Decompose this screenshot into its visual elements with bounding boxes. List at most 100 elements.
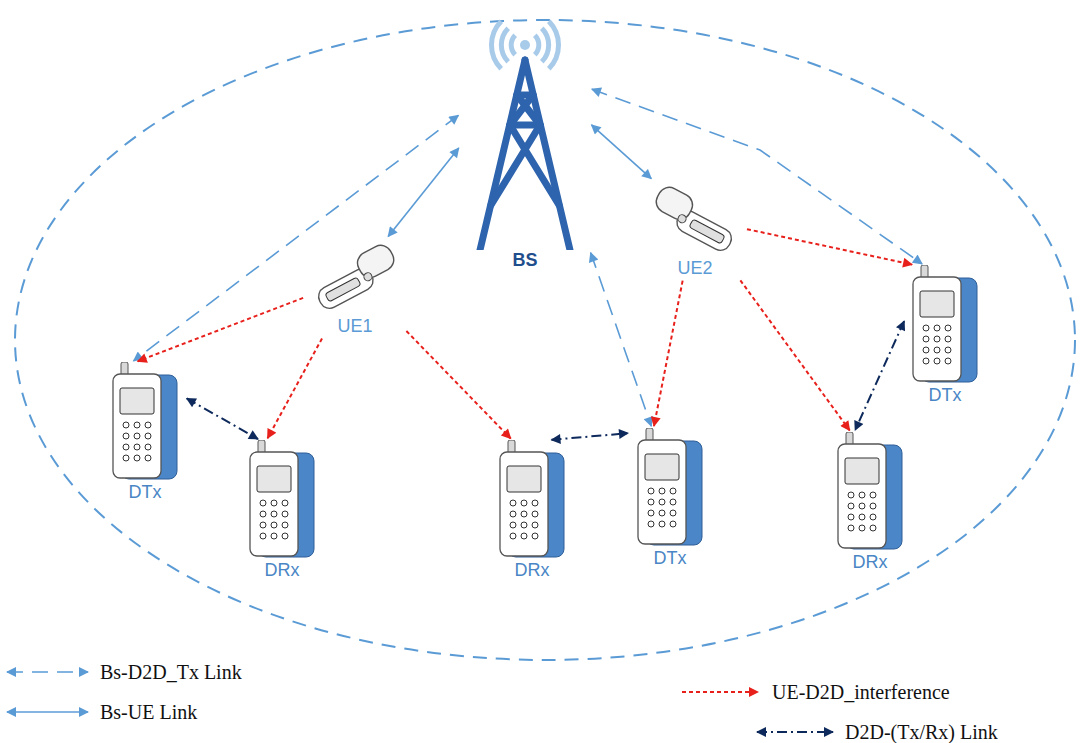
key	[670, 510, 676, 516]
device-side	[921, 278, 977, 382]
key	[659, 488, 665, 494]
key	[859, 525, 865, 531]
node-label: DTx	[129, 482, 162, 503]
key	[923, 336, 929, 342]
interference-link	[747, 229, 912, 264]
key	[260, 500, 266, 506]
user-equipment: UE1	[305, 238, 405, 337]
key	[945, 358, 951, 364]
legend-text: Bs-UE Link	[100, 701, 197, 724]
antenna	[508, 440, 515, 455]
key	[923, 325, 929, 331]
d2d-device: DRx	[492, 440, 572, 581]
device-screen	[257, 466, 291, 492]
phone-flip	[354, 241, 398, 281]
phone-base	[673, 207, 735, 254]
key	[670, 488, 676, 494]
key	[510, 533, 516, 539]
key	[134, 422, 140, 428]
antenna	[921, 265, 928, 280]
key	[648, 521, 654, 527]
tower-strut	[510, 125, 559, 205]
key	[510, 522, 516, 528]
signal-arc	[542, 28, 549, 62]
legend-line	[7, 671, 88, 673]
node-icon	[909, 265, 981, 385]
device-side	[646, 441, 702, 545]
node-label: UE2	[677, 258, 712, 279]
connectors	[134, 89, 923, 440]
bs-d2d-link	[134, 115, 459, 360]
node-icon	[305, 238, 405, 316]
node-label: DTx	[654, 548, 687, 569]
bs-ue-link	[591, 125, 651, 179]
d2d-link	[855, 321, 904, 430]
device-side	[121, 375, 177, 479]
antenna-dot	[520, 40, 530, 50]
key	[870, 503, 876, 509]
key	[282, 511, 288, 517]
mobile-device-icon	[500, 440, 564, 557]
legend-sample	[5, 698, 90, 726]
key	[532, 533, 538, 539]
phone-base	[315, 265, 377, 312]
key	[934, 325, 940, 331]
key	[123, 444, 129, 450]
key	[134, 455, 140, 461]
key	[271, 500, 277, 506]
key	[859, 492, 865, 498]
legend-line	[757, 731, 833, 733]
key	[934, 358, 940, 364]
key	[870, 492, 876, 498]
phone-hinge	[363, 271, 374, 282]
node-icon	[834, 432, 906, 552]
key	[923, 347, 929, 353]
key	[282, 533, 288, 539]
key	[648, 488, 654, 494]
legend-line	[7, 711, 88, 713]
interference-link	[138, 298, 303, 361]
device-screen	[645, 454, 679, 480]
legend-text: Bs-D2D_Tx Link	[100, 661, 242, 684]
key	[648, 510, 654, 516]
key	[848, 525, 854, 531]
node-label: DRx	[853, 552, 888, 573]
device-front	[113, 374, 161, 478]
tower-strut	[510, 122, 540, 129]
key	[670, 521, 676, 527]
tower-strut	[491, 125, 540, 205]
signal-arc	[511, 35, 515, 55]
tower-icon	[480, 21, 570, 250]
node-icon	[109, 362, 181, 482]
tower-strut	[517, 92, 533, 99]
device-screen	[507, 466, 541, 492]
d2d-device: DTx	[630, 428, 710, 569]
key	[934, 347, 940, 353]
key	[145, 422, 151, 428]
cell-boundary	[15, 20, 1075, 660]
key	[670, 499, 676, 505]
mobile-device-icon	[913, 265, 977, 382]
signal-arc	[535, 35, 539, 55]
legend-sample	[680, 678, 760, 706]
key	[521, 522, 527, 528]
key	[134, 433, 140, 439]
node-icon	[496, 440, 568, 560]
legend-sample	[5, 658, 90, 686]
key	[510, 511, 516, 517]
key	[145, 433, 151, 439]
d2d-device: DRx	[242, 440, 322, 581]
key	[848, 492, 854, 498]
tower-strut	[525, 60, 570, 250]
node-label: BS	[512, 250, 537, 271]
key	[521, 511, 527, 517]
key	[848, 514, 854, 520]
user-equipment: UE2	[645, 180, 745, 279]
flip-phone-icon	[649, 183, 741, 253]
key	[934, 336, 940, 342]
node-label: DTx	[929, 385, 962, 406]
key	[859, 514, 865, 520]
key	[870, 514, 876, 520]
key	[648, 499, 654, 505]
device-side	[846, 445, 902, 549]
